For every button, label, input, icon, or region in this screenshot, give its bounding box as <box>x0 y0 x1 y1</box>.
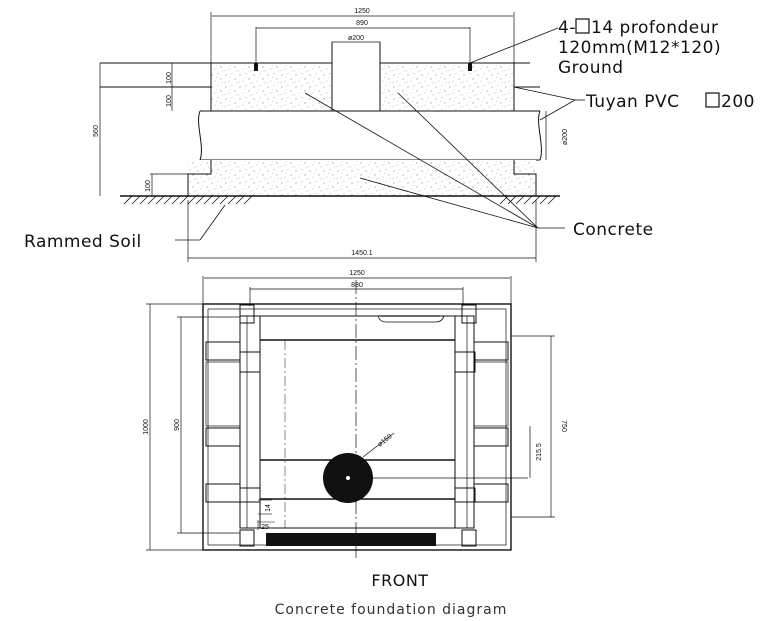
bolt-label-depth: 14 profondeur <box>591 18 719 38</box>
plan-dim-outer-width: 1250 <box>349 270 365 277</box>
dim-pipe-dia-top: ø200 <box>348 35 364 42</box>
concrete-label: Concrete <box>573 220 654 240</box>
bolt-label-prefix: 4- <box>558 18 576 38</box>
plan-view <box>146 276 555 560</box>
dim-bolt-spacing: 890 <box>356 20 368 27</box>
plan-dim-inner-depth: 900 <box>174 419 181 431</box>
dim-depth-top: 100 <box>166 72 173 84</box>
square-symbol-icon <box>575 18 590 34</box>
ground-label: Ground <box>558 58 624 78</box>
bolt-label-spec: 120mm(M12*120) <box>558 38 721 58</box>
plan-dim-small-b: 25 <box>261 524 269 531</box>
plan-dim-outer-depth: 1000 <box>143 419 150 435</box>
dim-base-depth: 100 <box>145 180 152 192</box>
pipe-label-prefix: Tuyan PVC <box>585 92 679 112</box>
dim-top-width: 1250 <box>354 8 370 15</box>
pipe-label-size: 200 <box>721 92 755 112</box>
dim-base-width: 1450.1 <box>351 250 373 257</box>
square-symbol-icon <box>705 92 720 108</box>
diagram-caption: Concrete foundation diagram <box>275 602 508 618</box>
plan-dim-pipe-offset: 215.5 <box>536 443 543 461</box>
plan-dim-right-span: 750 <box>560 420 567 432</box>
dim-total-height: 560 <box>93 125 100 137</box>
section-view <box>99 12 585 262</box>
plan-dim-small-a: 14 <box>265 504 272 512</box>
plan-dim-inner-width: 880 <box>351 282 363 289</box>
dim-depth-mid: 100 <box>166 95 173 107</box>
front-label: FRONT <box>371 571 428 590</box>
rammed-soil-label: Rammed Soil <box>24 232 142 252</box>
dim-pipe-dia-side: ø200 <box>562 129 569 145</box>
